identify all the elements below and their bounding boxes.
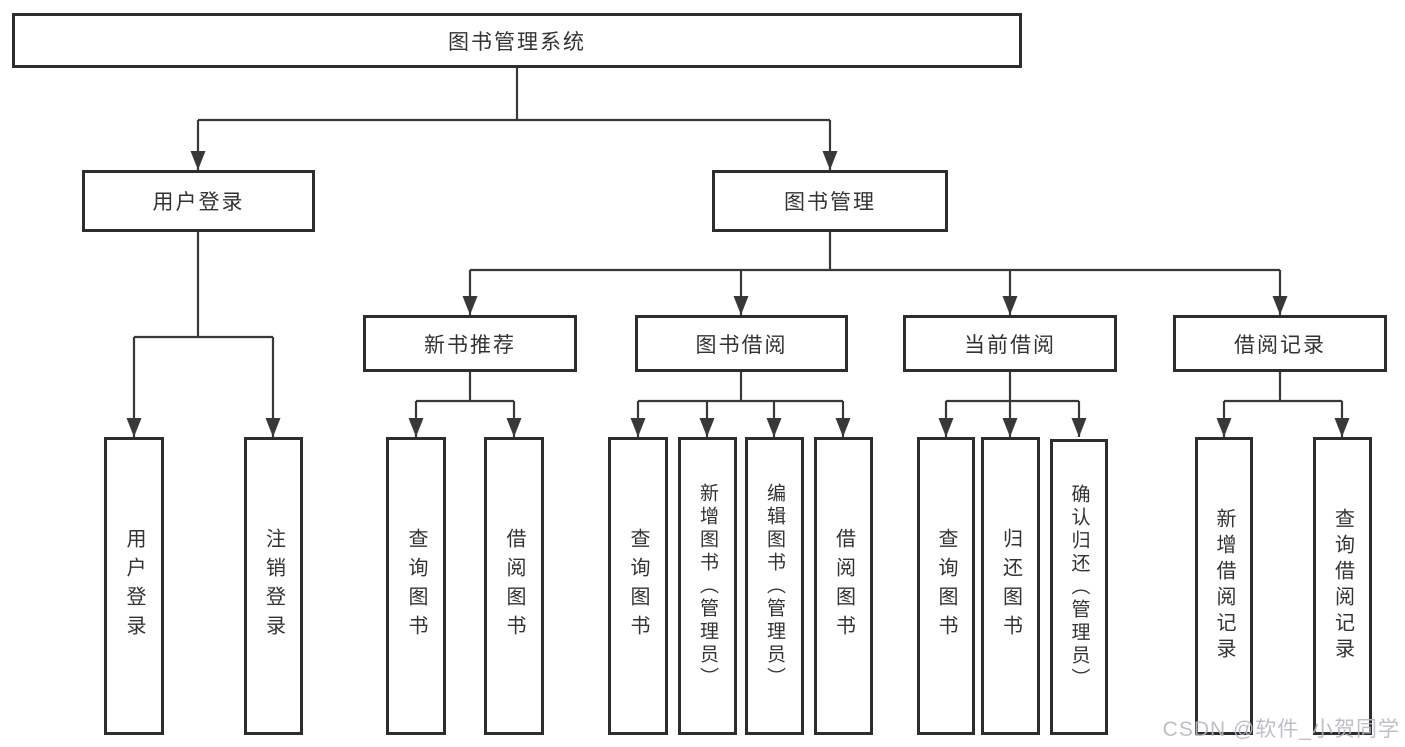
node-user-login-label: 用户登录 xyxy=(152,191,245,214)
connector-book-management-branch xyxy=(462,232,1288,315)
leaf-borrow-books-recommend: 借阅图书 xyxy=(484,437,544,735)
leaf-borrow-books: 借阅图书 xyxy=(814,437,873,735)
connector-book-borrow-branch xyxy=(630,372,851,437)
leaf-query-books-recommend: 查询图书 xyxy=(386,437,446,735)
leaf-query-borrow-record: 查询借阅记录 xyxy=(1313,437,1372,735)
connector-new-book-recommend-branch xyxy=(408,372,522,437)
leaf-user-login: 用户登录 xyxy=(104,437,164,735)
leaf-query-borrow-record-label: 查询借阅记录 xyxy=(1331,508,1354,664)
connector-user-login-branch xyxy=(126,232,281,437)
leaf-logout: 注销登录 xyxy=(244,437,303,735)
leaf-edit-books-admin: 编辑图书（管理员） xyxy=(745,437,804,735)
node-new-book-recommend-label: 新书推荐 xyxy=(424,333,516,357)
connector-borrow-records-branch xyxy=(1216,372,1350,437)
leaf-confirm-return-admin-label: 确认归还（管理员） xyxy=(1068,483,1090,691)
node-current-borrowing-label: 当前借阅 xyxy=(964,333,1056,357)
leaf-add-borrow-record: 新增借阅记录 xyxy=(1195,437,1253,735)
root-node-label: 图书管理系统 xyxy=(448,30,586,54)
leaf-query-books-recommend-label: 查询图书 xyxy=(405,528,427,644)
node-book-borrowing: 图书借阅 xyxy=(635,315,848,372)
leaf-query-books-borrow-label: 查询图书 xyxy=(627,528,649,644)
csdn-watermark: CSDN @软件_小贺同学 xyxy=(1162,718,1400,741)
node-book-management: 图书管理 xyxy=(712,170,948,232)
leaf-add-borrow-record-label: 新增借阅记录 xyxy=(1213,508,1235,664)
node-borrow-records: 借阅记录 xyxy=(1173,315,1387,372)
node-book-management-label: 图书管理 xyxy=(784,191,876,214)
leaf-confirm-return-admin: 确认归还（管理员） xyxy=(1050,439,1108,735)
leaf-return-books: 归还图书 xyxy=(981,437,1040,735)
connector-root-to-level2 xyxy=(190,68,838,170)
node-book-borrowing-label: 图书借阅 xyxy=(695,333,788,357)
root-node: 图书管理系统 xyxy=(12,13,1022,68)
leaf-borrow-books-label: 借阅图书 xyxy=(832,528,855,644)
node-borrow-records-label: 借阅记录 xyxy=(1234,333,1326,357)
node-user-login: 用户登录 xyxy=(82,170,315,232)
node-new-book-recommend: 新书推荐 xyxy=(363,315,577,372)
node-current-borrowing: 当前借阅 xyxy=(903,315,1117,372)
leaf-query-books-borrow: 查询图书 xyxy=(608,437,668,735)
leaf-query-books-current-label: 查询图书 xyxy=(935,528,957,644)
leaf-query-books-current: 查询图书 xyxy=(917,437,975,735)
leaf-add-books-admin: 新增图书（管理员） xyxy=(678,437,737,735)
leaf-borrow-books-recommend-label: 借阅图书 xyxy=(503,528,525,644)
leaf-return-books-label: 归还图书 xyxy=(999,528,1022,644)
leaf-edit-books-admin-label: 编辑图书（管理员） xyxy=(764,482,785,690)
leaf-logout-label: 注销登录 xyxy=(262,528,285,644)
connector-current-borrow-branch xyxy=(938,372,1087,437)
leaf-user-login-label: 用户登录 xyxy=(123,528,145,644)
leaf-add-books-admin-label: 新增图书（管理员） xyxy=(697,482,718,690)
